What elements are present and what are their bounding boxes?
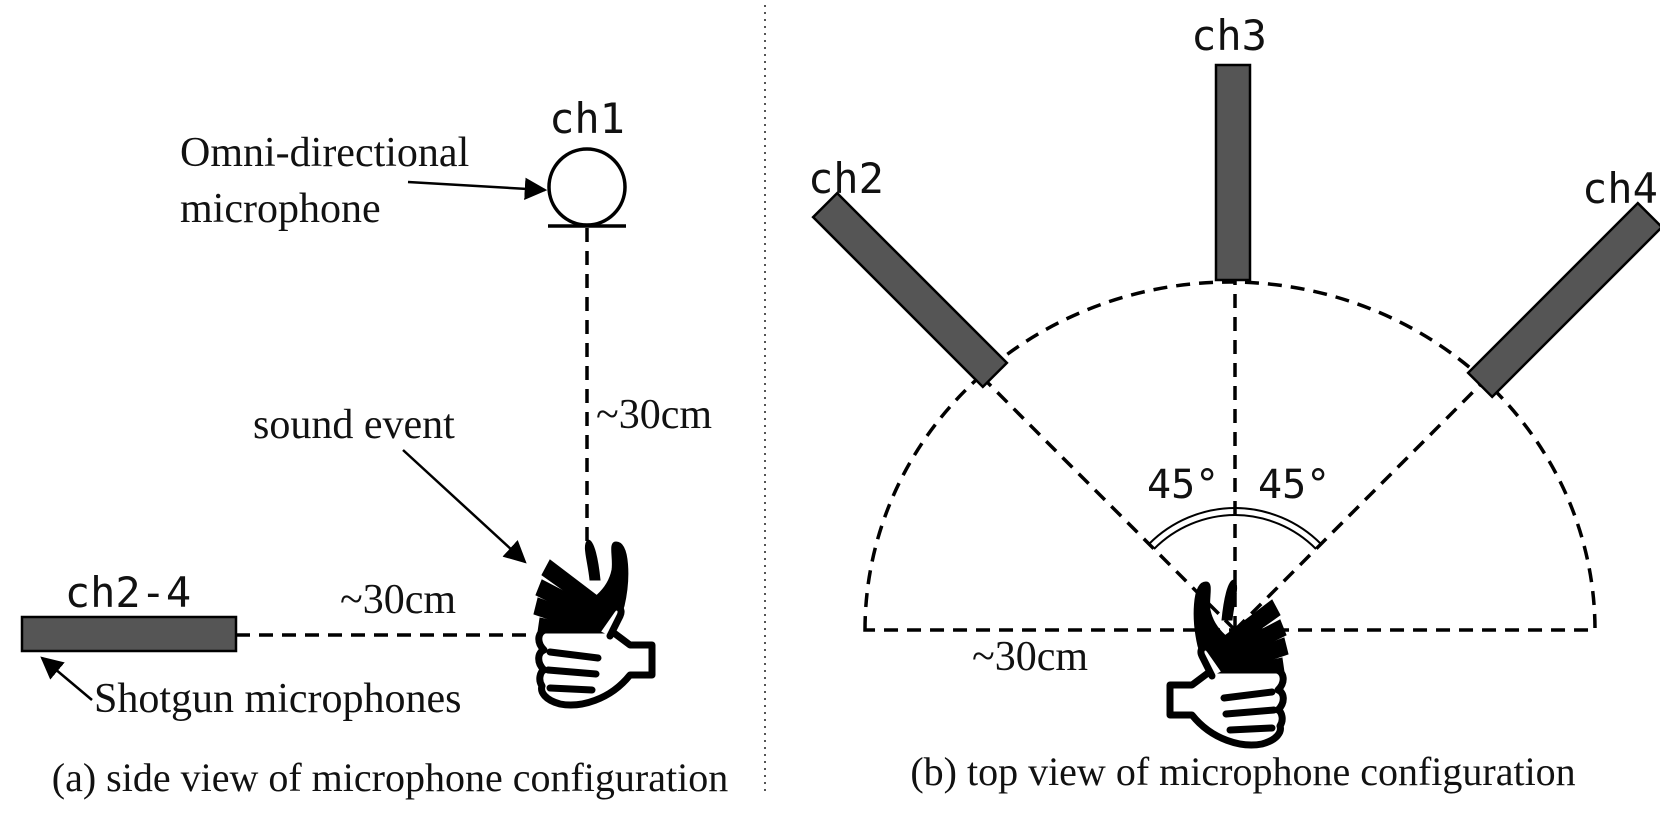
omni-mic-label-line1: Omni-directional	[180, 130, 469, 176]
side-view-caption: (a) side view of microphone configuratio…	[52, 755, 728, 800]
radial-line-ch2	[978, 373, 1237, 632]
shotgun-microphone-icon-ch4	[1466, 201, 1660, 399]
horizontal-distance-label: ~30cm	[340, 577, 456, 623]
angle-label-right: 45°	[1258, 462, 1330, 508]
angle-arc-left-inner	[1153, 514, 1236, 550]
radius-label: ~30cm	[972, 634, 1088, 680]
shotgun-microphone-icon	[20, 615, 238, 653]
omni-mic-label-line2: microphone	[180, 186, 381, 232]
sound-event-pointer-arrow	[402, 449, 527, 564]
side-view-panel: ch1 Omni-directional microphone ~30cm so…	[20, 94, 728, 800]
clapping-hands-icon	[534, 540, 652, 705]
omni-microphone-icon	[547, 147, 627, 228]
top-view-panel: 45° 45° ch3 ch2 ch4 ~30cm (b) top view o…	[808, 11, 1660, 794]
angle-arc-left-outer	[1148, 507, 1236, 545]
shotgun-mic-pointer-arrow	[40, 656, 93, 701]
ch4-label: ch4	[1582, 164, 1658, 213]
shotgun-microphone-icon-ch2	[811, 191, 1009, 389]
radial-line-ch4	[1233, 373, 1492, 632]
top-view-caption: (b) top view of microphone configuration	[910, 749, 1575, 794]
shotgun-microphone-icon-ch3	[1214, 63, 1252, 282]
angle-arc-right-inner	[1234, 514, 1317, 550]
ch3-label: ch3	[1191, 11, 1267, 60]
ch2-4-label: ch2-4	[65, 568, 191, 617]
angle-arc-right-outer	[1234, 507, 1322, 545]
ch1-label: ch1	[549, 94, 625, 143]
ch2-label: ch2	[808, 154, 884, 203]
sound-event-label: sound event	[253, 402, 455, 448]
clapping-hands-icon-top	[1170, 580, 1288, 745]
omni-mic-pointer-arrow	[407, 177, 548, 201]
shotgun-mic-label: Shotgun microphones	[94, 676, 461, 722]
vertical-distance-label: ~30cm	[596, 392, 712, 438]
angle-label-left: 45°	[1147, 462, 1219, 508]
